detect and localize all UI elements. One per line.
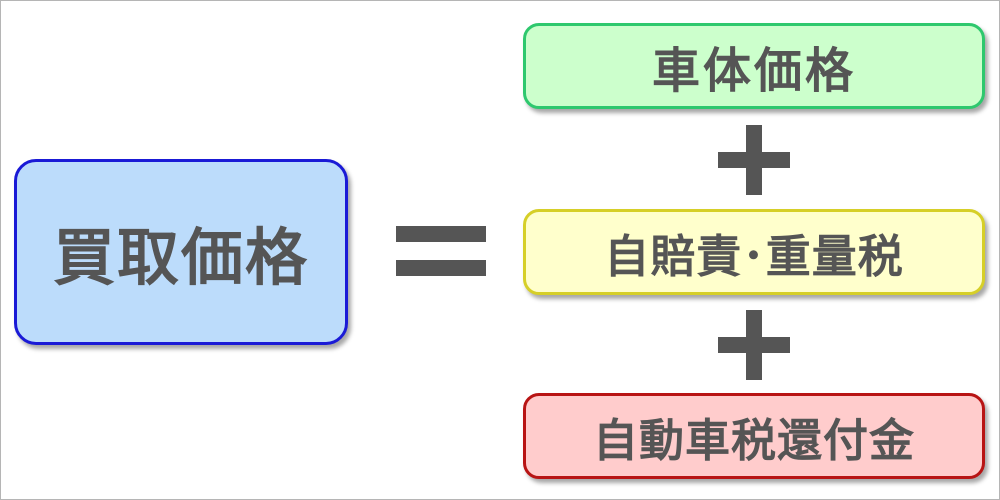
purchase-price-box: 買取価格	[14, 159, 348, 345]
auto-tax-refund-label: 自動車税還付金	[592, 413, 915, 467]
equals-bar-bottom	[396, 260, 486, 276]
purchase-price-label: 買取価格	[52, 221, 309, 294]
auto-tax-refund-box: 自動車税還付金	[523, 393, 985, 479]
plus-2-vertical	[746, 310, 762, 380]
plus-1-vertical	[746, 125, 762, 195]
insurance-tax-label: 自賠責･重量税	[604, 229, 904, 283]
body-price-box: 車体価格	[523, 23, 985, 109]
body-price-label: 車体価格	[651, 43, 856, 99]
insurance-tax-box: 自賠責･重量税	[523, 209, 985, 295]
equals-bar-top	[396, 226, 486, 242]
